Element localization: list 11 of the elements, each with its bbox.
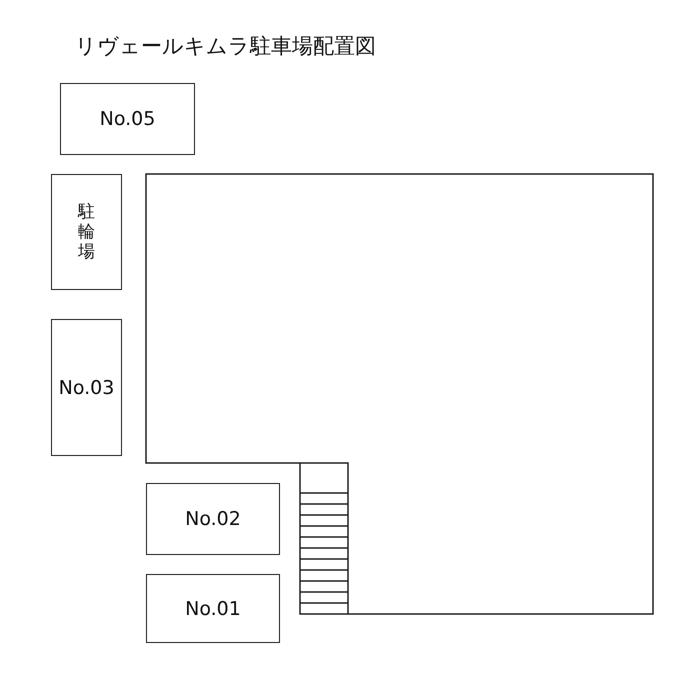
parking-space — [146, 483, 280, 555]
space-label: 駐輪場 — [78, 202, 96, 262]
space-label: No.03 — [58, 376, 114, 398]
parking-space — [51, 174, 122, 290]
title: リヴェールキムラ駐車場配置図 — [75, 33, 376, 60]
parking-space — [60, 83, 195, 155]
space-label: No.05 — [100, 108, 156, 130]
parking-space — [146, 574, 280, 643]
parking-space — [51, 319, 122, 456]
space-label: No.02 — [185, 508, 241, 530]
space-label: No.01 — [185, 598, 241, 620]
